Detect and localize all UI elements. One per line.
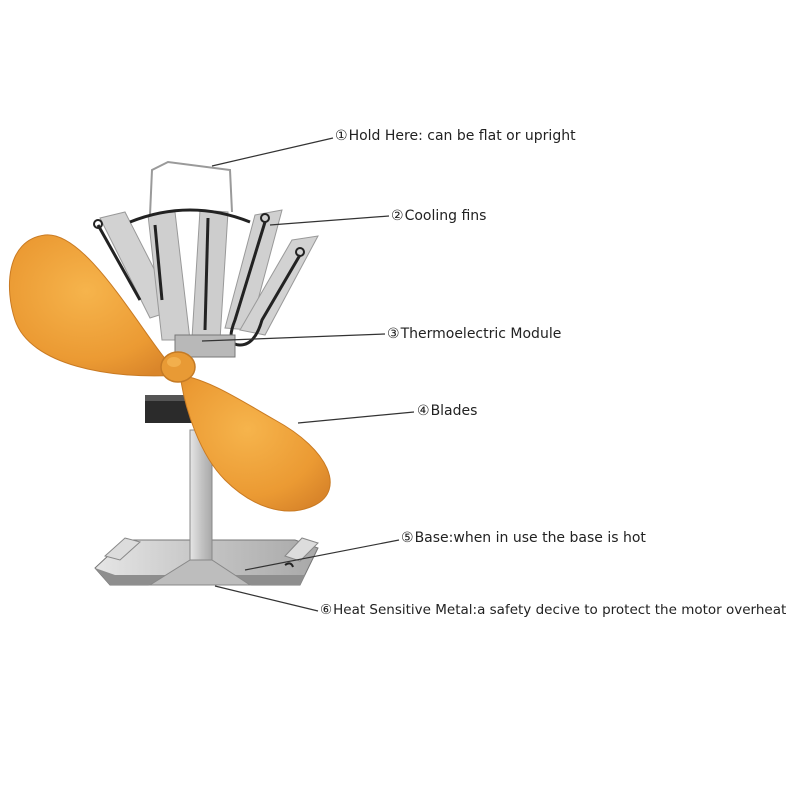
fan-blades [8,234,331,512]
callout-text: Heat Sensitive Metal:a safety decive to … [333,602,787,618]
callout-text: Cooling fins [404,208,487,224]
callout-number: ③ [387,326,400,342]
callout-hold-here: ①Hold Here: can be flat or upright [335,128,576,144]
leader-line-2 [269,215,390,226]
callout-cooling-fins: ②Cooling fins [391,208,486,224]
callout-text: Thermoelectric Module [400,326,562,342]
callout-number: ⑥ [320,602,333,618]
leader-line-5 [244,539,400,571]
callout-text: Hold Here: can be flat or upright [348,128,576,144]
leader-line-4 [297,411,415,424]
callout-text: Blades [430,403,478,419]
leader-line-1 [211,137,334,167]
callout-base: ⑤Base:when in use the base is hot [401,530,646,546]
callout-number: ④ [417,403,430,419]
leader-lines [201,137,415,612]
callout-text: Base:when in use the base is hot [414,530,646,546]
leader-line-6 [214,585,319,612]
wire-frame [93,208,305,347]
callout-number: ① [335,128,348,144]
callout-heat-sensitive-metal: ⑥Heat Sensitive Metal:a safety decive to… [320,602,786,618]
callout-blades: ④Blades [417,403,477,419]
leader-line-3 [201,333,386,342]
handle-wire [149,160,233,216]
cooling-fins [99,209,319,341]
callout-number: ⑤ [401,530,414,546]
callout-thermoelectric-module: ③Thermoelectric Module [387,326,561,342]
fan-stand [148,429,252,586]
callout-number: ② [391,208,404,224]
